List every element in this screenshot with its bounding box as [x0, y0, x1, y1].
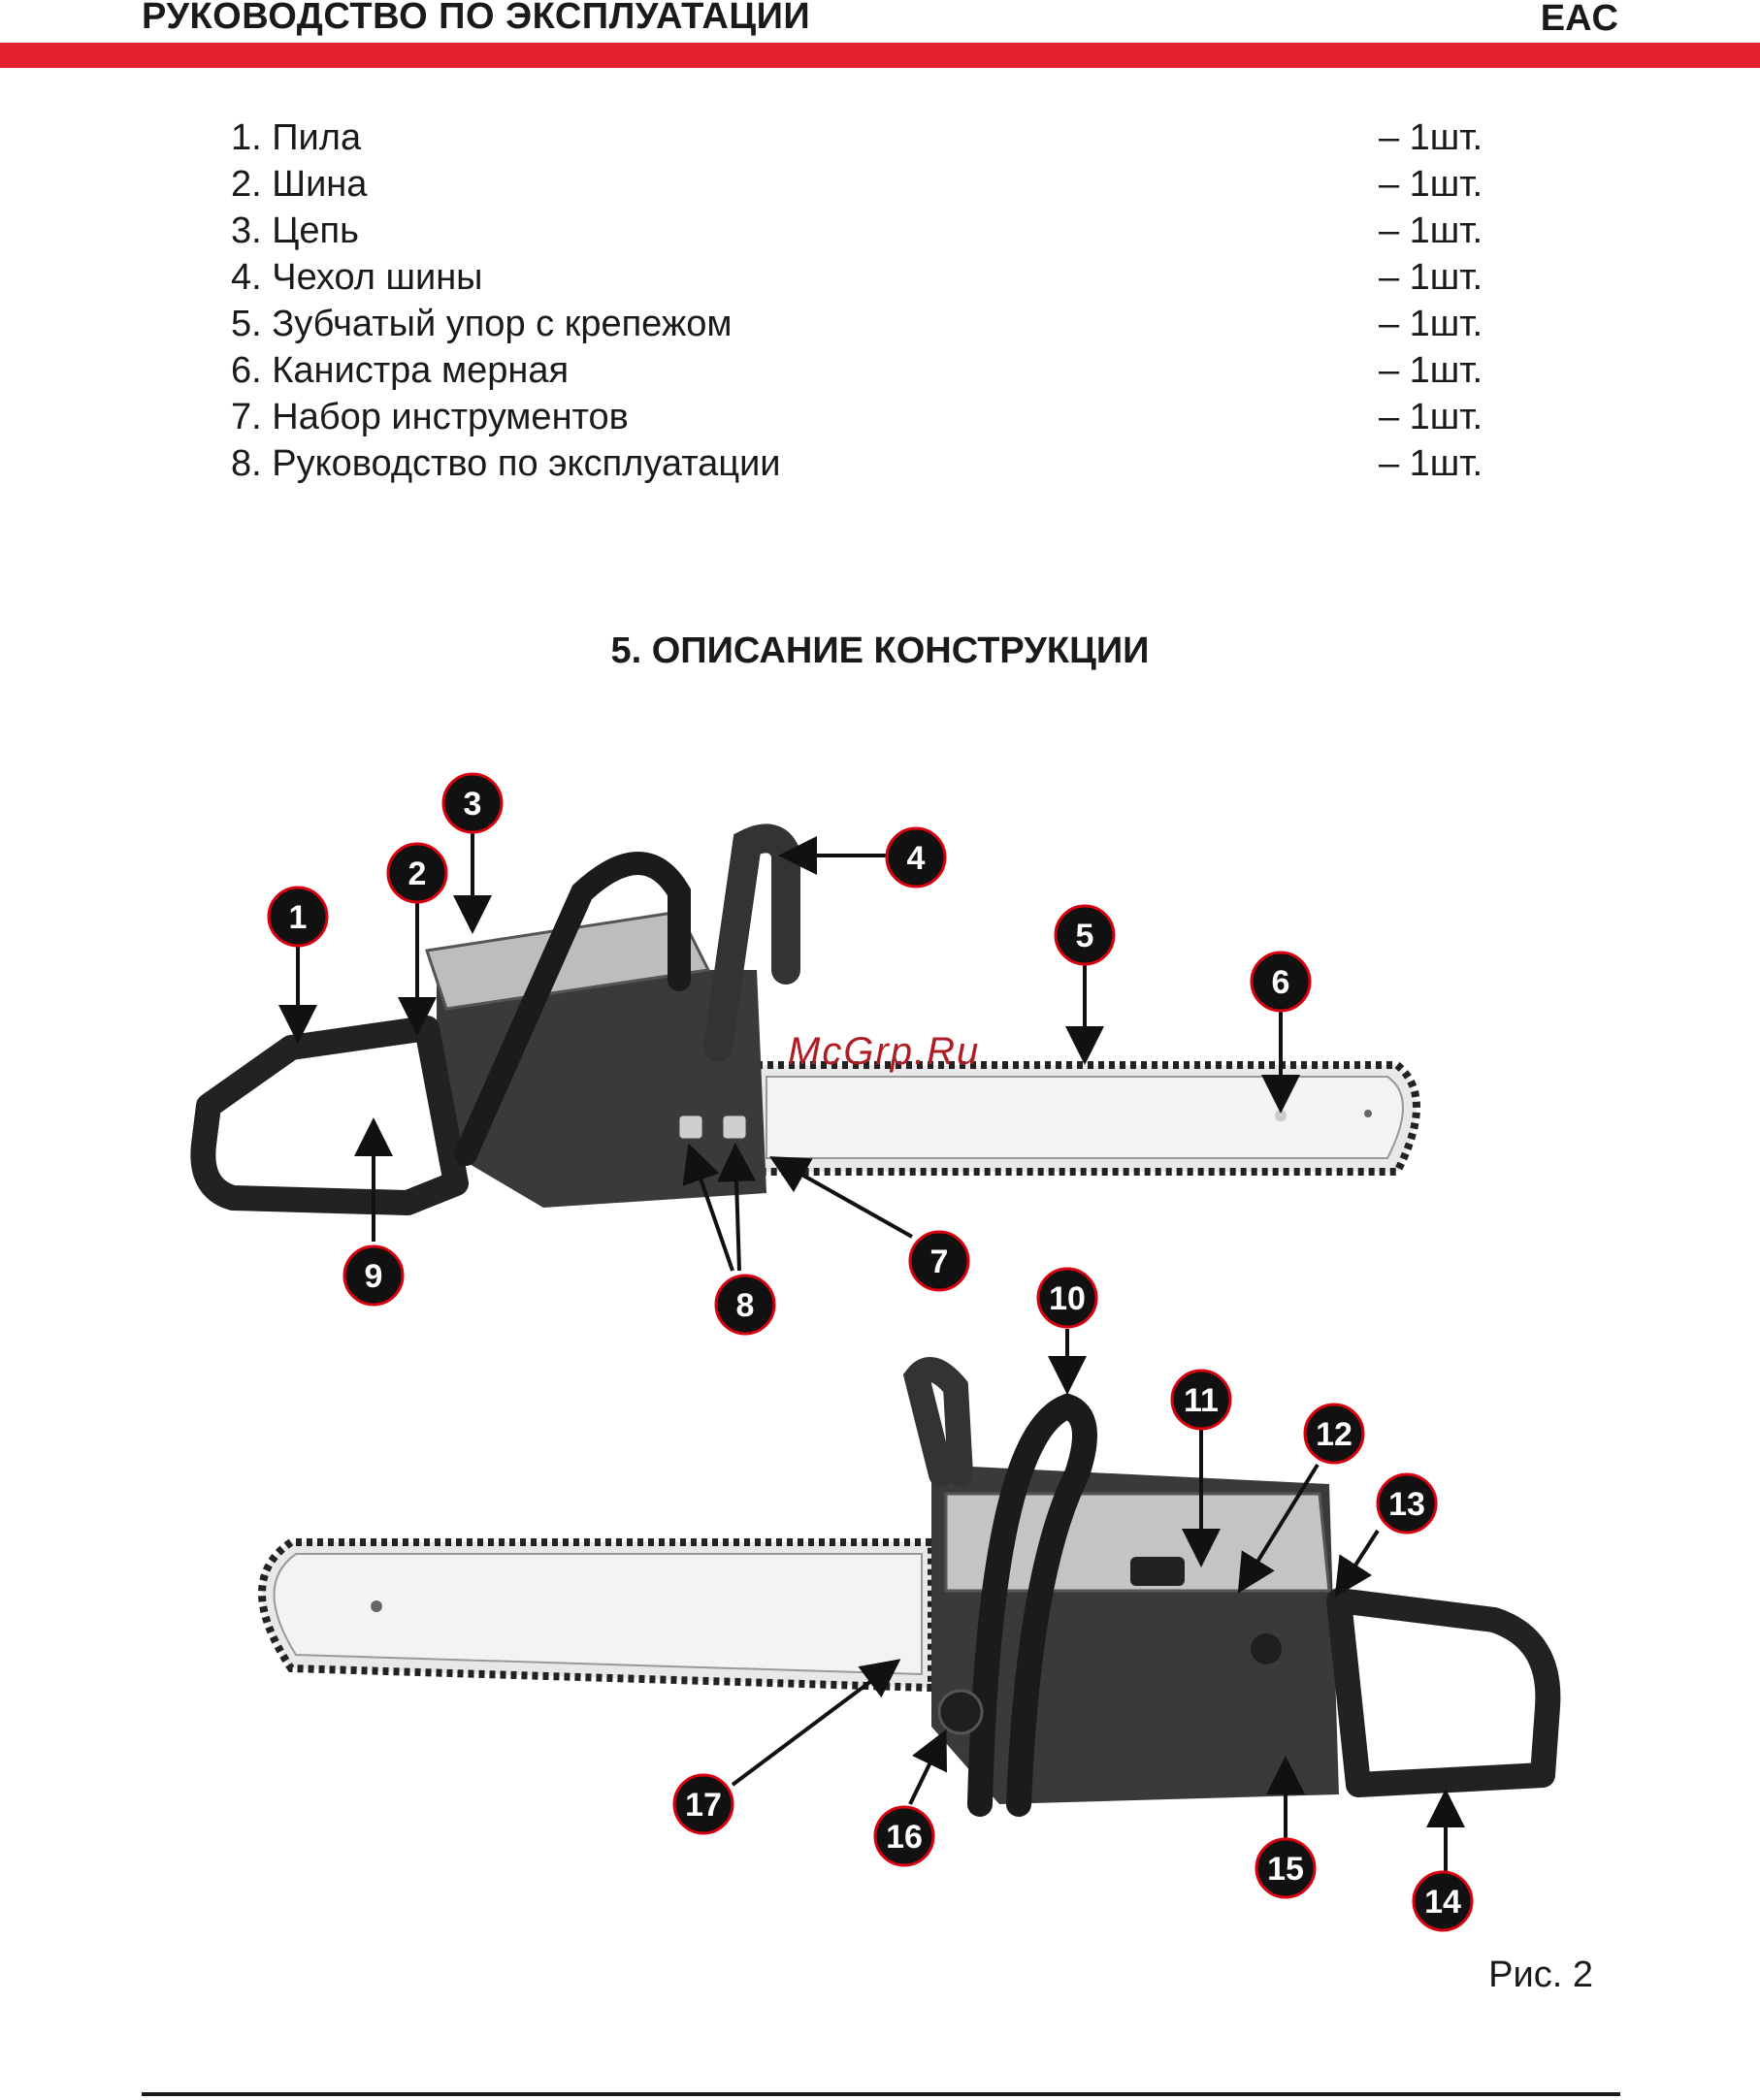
item-name: 6. Канистра мерная [231, 350, 570, 391]
callout-5: 5 [1054, 904, 1116, 966]
chainsaw-top-illustration [190, 824, 1420, 1215]
item-qty: – 1шт. [1378, 117, 1483, 158]
list-item: 5. Зубчатый упор с крепежом – 1шт. [231, 301, 1483, 347]
svg-text:13: 13 [1388, 1486, 1425, 1523]
package-contents-list: 1. Пила – 1шт. 2. Шина – 1шт. 3. Цепь – 1шт… [231, 114, 1483, 487]
callout-11: 11 [1170, 1369, 1232, 1431]
item-name: 8. Руководство по эксплуатации [231, 443, 781, 484]
callout-12: 12 [1303, 1403, 1365, 1465]
item-name: 1. Пила [231, 117, 362, 158]
svg-text:10: 10 [1049, 1280, 1086, 1317]
callout-16: 16 [873, 1805, 935, 1867]
watermark: McGrp.Ru [788, 1030, 981, 1073]
item-qty: – 1шт. [1378, 443, 1483, 484]
svg-text:17: 17 [685, 1787, 722, 1824]
item-name: 5. Зубчатый упор с крепежом [231, 304, 733, 344]
callout-17: 17 [672, 1773, 734, 1835]
item-qty: – 1шт. [1378, 304, 1483, 344]
leader-arrows [278, 829, 1465, 1872]
item-qty: – 1шт. [1378, 164, 1483, 205]
item-name: 2. Шина [231, 164, 368, 205]
callout-3: 3 [441, 772, 504, 834]
callout-4: 4 [885, 826, 947, 888]
page-header: РУКОВОДСТВО ПО ЭКСПЛУАТАЦИИ EAC [0, 0, 1760, 70]
chainsaw-bottom-illustration [258, 1357, 1561, 1817]
callout-9: 9 [342, 1244, 405, 1307]
item-qty: – 1шт. [1378, 350, 1483, 391]
svg-text:14: 14 [1424, 1884, 1461, 1921]
svg-text:8: 8 [736, 1287, 755, 1324]
svg-text:3: 3 [464, 786, 482, 823]
item-qty: – 1шт. [1378, 397, 1483, 437]
item-qty: – 1шт. [1378, 210, 1483, 251]
svg-text:11: 11 [1184, 1382, 1219, 1419]
item-qty: – 1шт. [1378, 257, 1483, 298]
item-name: 7. Набор инструментов [231, 397, 629, 437]
list-item: 1. Пила – 1шт. [231, 114, 1483, 161]
eac-mark: EAC [1540, 0, 1618, 39]
item-name: 3. Цепь [231, 210, 359, 251]
list-item: 8. Руководство по эксплуатации – 1шт. [231, 440, 1483, 487]
list-item: 6. Канистра мерная – 1шт. [231, 347, 1483, 394]
svg-text:7: 7 [930, 1244, 949, 1280]
list-item: 4. Чехол шины – 1шт. [231, 254, 1483, 301]
callout-10: 10 [1036, 1267, 1098, 1329]
svg-text:16: 16 [886, 1819, 923, 1856]
header-title: РУКОВОДСТВО ПО ЭКСПЛУАТАЦИИ [142, 0, 811, 37]
svg-text:12: 12 [1316, 1416, 1353, 1453]
svg-text:1: 1 [289, 899, 308, 936]
callout-6: 6 [1250, 951, 1312, 1013]
callout-8: 8 [714, 1274, 776, 1336]
callout-2: 2 [386, 842, 448, 904]
item-name: 4. Чехол шины [231, 257, 483, 298]
figure-caption: Рис. 2 [1488, 1955, 1593, 1995]
list-item: 7. Набор инструментов – 1шт. [231, 394, 1483, 440]
callout-15: 15 [1255, 1837, 1317, 1899]
list-item: 2. Шина – 1шт. [231, 161, 1483, 208]
svg-text:2: 2 [408, 856, 427, 892]
callout-1: 1 [267, 886, 329, 948]
bottom-rule [142, 2092, 1620, 2096]
svg-text:6: 6 [1272, 964, 1290, 1001]
header-red-bar [0, 43, 1760, 68]
section-title: 5. ОПИСАНИЕ КОНСТРУКЦИИ [610, 630, 1150, 671]
svg-text:4: 4 [907, 840, 926, 877]
svg-text:9: 9 [365, 1258, 383, 1295]
callout-13: 13 [1376, 1472, 1438, 1535]
list-item: 3. Цепь – 1шт. [231, 208, 1483, 254]
svg-text:5: 5 [1076, 918, 1094, 954]
callout-14: 14 [1412, 1870, 1474, 1932]
callout-7: 7 [908, 1230, 970, 1292]
chainsaw-figure: 1 2 3 4 5 6 7 8 9 10 11 12 13 14 15 16 1… [190, 772, 1561, 1932]
svg-text:15: 15 [1267, 1851, 1304, 1888]
